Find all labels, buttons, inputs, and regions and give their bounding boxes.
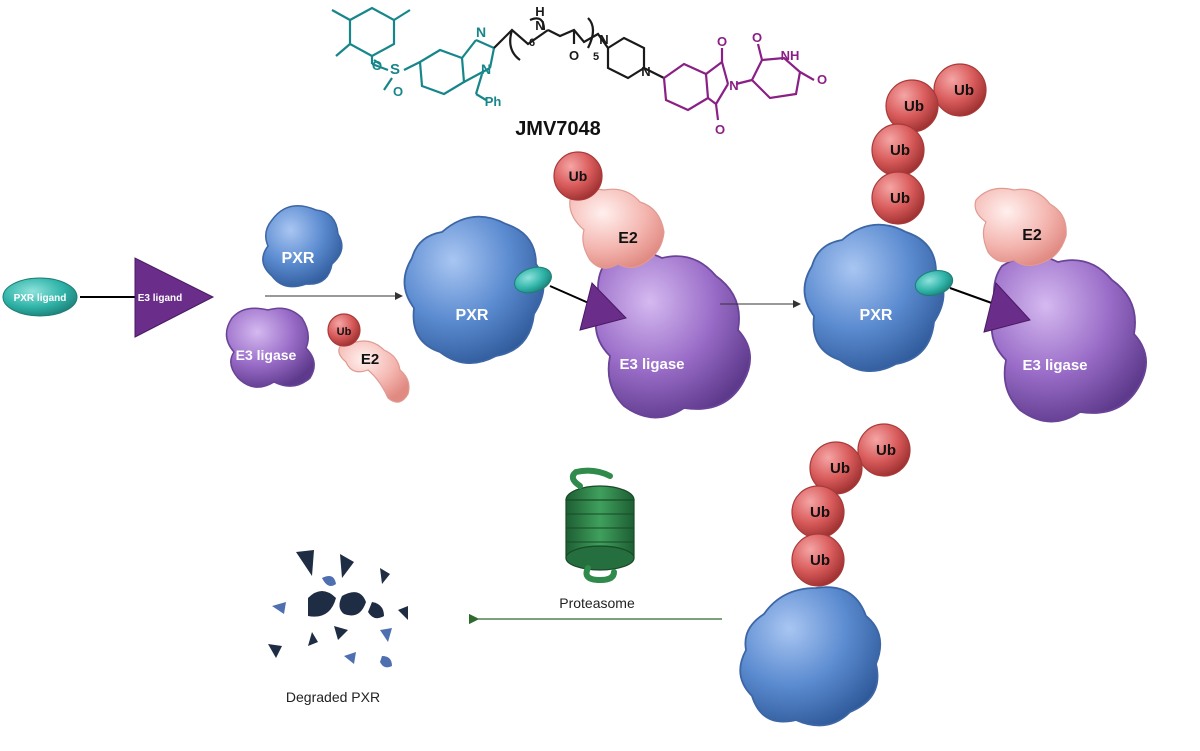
atom-o-amide: O bbox=[569, 48, 579, 63]
pxr-label-1: PXR bbox=[282, 250, 315, 267]
ub-protein-2 bbox=[553, 151, 603, 201]
e2-protein-3 bbox=[974, 187, 1067, 267]
e3-ligase-label-2: E3 ligase bbox=[619, 356, 684, 373]
atom-o-glutarimide-right: O bbox=[817, 72, 827, 87]
e3-ligand-bound-3 bbox=[983, 281, 1031, 333]
ub-b2-label: Ub bbox=[830, 460, 850, 477]
e2-label-1: E2 bbox=[361, 351, 379, 368]
ub-chain-a: Ub Ub Ub Ub bbox=[871, 63, 987, 225]
e3-ligase-protein-3 bbox=[990, 255, 1147, 423]
e2-protein-2 bbox=[569, 188, 665, 269]
atom-nh-glutarimide: NH bbox=[781, 48, 800, 63]
ub-a1-label: Ub bbox=[954, 82, 974, 99]
atom-n-amide: N bbox=[535, 18, 544, 33]
atom-o-glutarimide-top: O bbox=[752, 30, 762, 45]
e2-label-2: E2 bbox=[618, 230, 638, 247]
e3-ligase-label-3: E3 ligase bbox=[1022, 357, 1087, 374]
e3-ligand-label: E3 ligand bbox=[138, 293, 182, 304]
atom-s: S bbox=[390, 61, 400, 78]
atom-o1: O bbox=[372, 58, 382, 73]
pxr-ligand-shape bbox=[2, 277, 78, 317]
atom-n-piperazine-2: N bbox=[641, 64, 650, 79]
atom-n-benzyl: N bbox=[481, 61, 491, 77]
pxr-protein-1: PXR bbox=[262, 205, 343, 288]
atom-n-imidazole: N bbox=[476, 24, 486, 40]
atom-n-piperazine-1: N bbox=[599, 32, 608, 47]
ub-b4-label: Ub bbox=[810, 552, 830, 569]
jmv7048-structure: N N Ph S O O H N 6 O 5 N N N O O O NH O bbox=[331, 4, 827, 137]
pxr-ligand-bound-3 bbox=[914, 269, 954, 297]
degraded-pxr-label: Degraded PXR bbox=[286, 689, 380, 705]
ub-chain-b: Ub Ub Ub Ub bbox=[791, 423, 911, 587]
atom-o2: O bbox=[393, 84, 403, 99]
ub-label-1: Ub bbox=[337, 326, 352, 338]
pxr-protein-2 bbox=[403, 215, 545, 364]
stage-2-ternary-complex: PXR E3 ligase E2 Ub bbox=[403, 151, 751, 419]
pxr-protein-4 bbox=[739, 586, 882, 727]
ub-b3-label: Ub bbox=[810, 504, 830, 521]
degraded-pxr-fragments bbox=[268, 550, 408, 668]
ub-label-2: Ub bbox=[569, 168, 588, 184]
atom-o-phthalimide-top: O bbox=[717, 34, 727, 49]
atom-o-phthalimide-bottom: O bbox=[715, 122, 725, 137]
pxr-protein-3 bbox=[803, 223, 945, 372]
stage-1-proteins: PXR E3 ligase Ub E2 bbox=[225, 205, 410, 403]
atom-h-amide: H bbox=[535, 4, 544, 19]
stage-3-ubiquitination: PXR E3 ligase E2 Ub Ub Ub Ub bbox=[803, 63, 1147, 423]
stage-4-poly-ub-pxr: Ub Ub Ub Ub bbox=[739, 423, 911, 727]
pxr-ligand-bound-2 bbox=[514, 266, 552, 294]
ub-b1-label: Ub bbox=[876, 442, 896, 459]
e2-label-3: E2 bbox=[1022, 227, 1042, 244]
pxr-label-2: PXR bbox=[456, 307, 489, 324]
e3-ligand-bound-2 bbox=[579, 282, 627, 331]
atom-ph: Ph bbox=[485, 94, 502, 109]
atom-n-phthalimide: N bbox=[729, 78, 738, 93]
compound-name: JMV7048 bbox=[515, 118, 601, 140]
e3-ligase-protein-1: E3 ligase bbox=[225, 307, 315, 388]
ub-a2-label: Ub bbox=[904, 98, 924, 115]
proteasome-label: Proteasome bbox=[559, 595, 635, 611]
e3-ligase-label-1: E3 ligase bbox=[236, 347, 297, 363]
proteasome bbox=[565, 467, 635, 584]
e3-ligand-shape bbox=[134, 257, 215, 338]
subscript-5: 5 bbox=[593, 51, 599, 63]
protac-schematic: PXR ligand E3 ligand bbox=[2, 257, 215, 338]
ub-a4-label: Ub bbox=[890, 190, 910, 207]
ub-e2-complex-1: Ub E2 bbox=[327, 313, 410, 403]
subscript-6: 6 bbox=[529, 37, 535, 49]
e3-ligase-protein-2 bbox=[594, 251, 751, 419]
ub-a3-label: Ub bbox=[890, 142, 910, 159]
pxr-label-3: PXR bbox=[860, 307, 893, 324]
pxr-ligand-label: PXR ligand bbox=[14, 293, 67, 304]
